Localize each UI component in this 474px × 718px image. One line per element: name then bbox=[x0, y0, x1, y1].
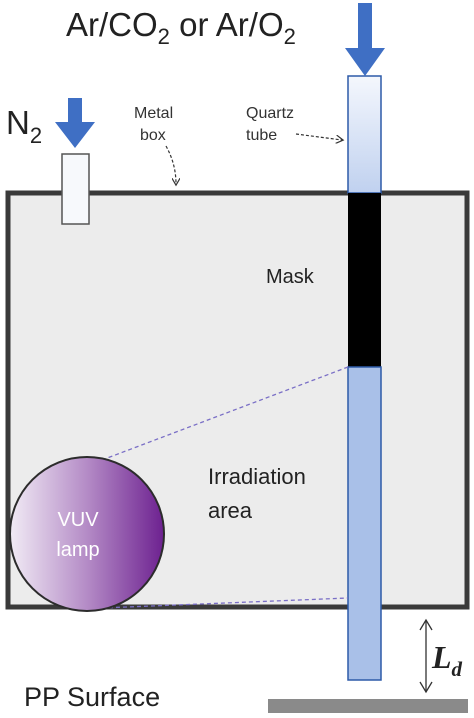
mask bbox=[348, 193, 381, 367]
vuv-lamp-label-line1: VUV bbox=[57, 509, 99, 531]
n2-inlet-tube bbox=[61, 153, 90, 225]
distance-arrow-head-bottom bbox=[419, 681, 433, 694]
quartz-tube-upper bbox=[347, 75, 382, 194]
distance-arrow-head-top bbox=[419, 618, 433, 631]
metal-box-label-line1: Metal bbox=[134, 105, 173, 122]
irradiation-area-label-line2: area bbox=[208, 498, 253, 523]
metal-box-label-line2: box bbox=[140, 127, 166, 144]
quartz-tube-label-line1: Quartz bbox=[246, 105, 294, 122]
gas-label-top: Ar/CO2 or Ar/O2 bbox=[66, 6, 296, 49]
gas-label-n2: N2 bbox=[6, 104, 42, 148]
irradiation-line-top bbox=[101, 366, 349, 461]
quartz-tube-label-line2: tube bbox=[246, 127, 277, 144]
quartz-tube-lower bbox=[347, 366, 382, 681]
pp-surface bbox=[268, 699, 468, 713]
vuv-lamp-label-line2: lamp bbox=[56, 539, 99, 561]
n2-inlet-arrow bbox=[55, 98, 95, 148]
gas-inlet-arrow-top bbox=[345, 3, 385, 76]
metal-box-pointer bbox=[165, 145, 176, 184]
vuv-lamp bbox=[9, 456, 165, 612]
pp-surface-label: PP Surface bbox=[24, 682, 160, 712]
mask-label: Mask bbox=[266, 266, 315, 288]
distance-label: Ld bbox=[431, 639, 463, 681]
quartz-tube-pointer bbox=[295, 133, 342, 140]
irradiation-line-bottom bbox=[101, 597, 349, 609]
irradiation-area-label-line1: Irradiation bbox=[208, 464, 306, 489]
